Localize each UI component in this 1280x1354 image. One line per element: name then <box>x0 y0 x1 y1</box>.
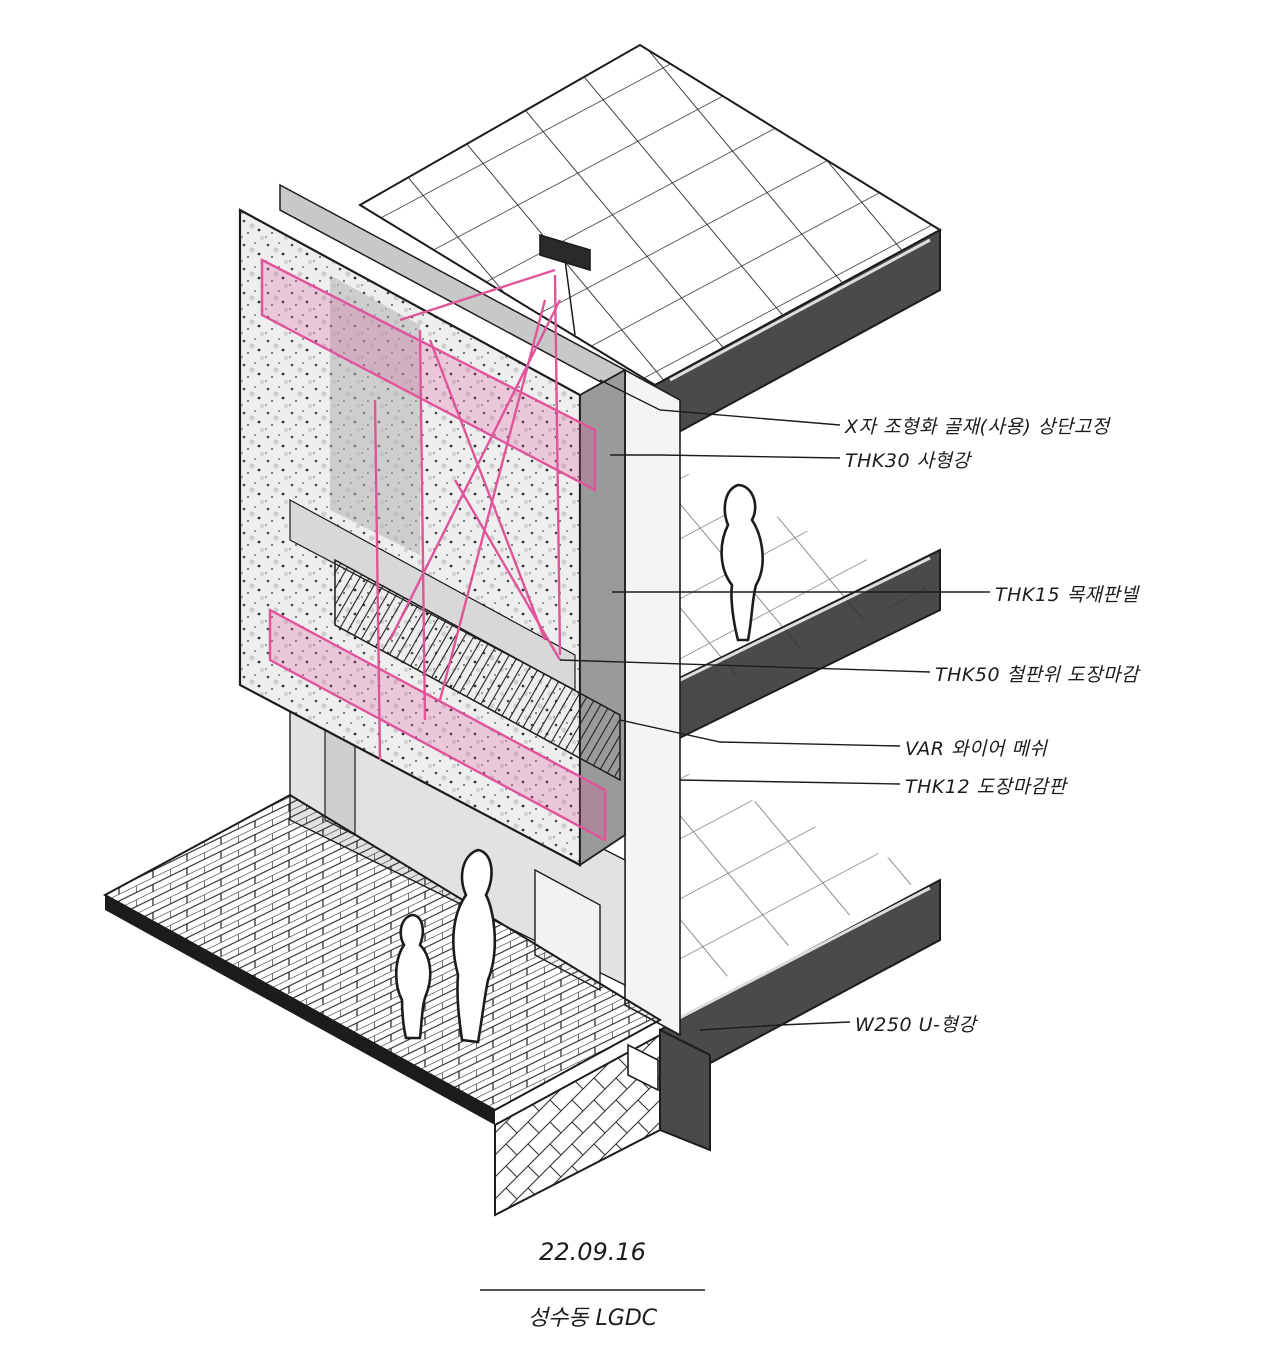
paving <box>102 793 711 1217</box>
annotation-thk15: THK15 목재판넬 <box>995 584 1139 606</box>
side-wall <box>624 368 681 1037</box>
annotation-cross-brace: X자 조형화 골재(사용) 상단고정 <box>845 416 1110 438</box>
annotation-thk12: THK12 도장마감판 <box>905 776 1067 798</box>
annotation-thk30: THK30 사형강 <box>845 450 971 472</box>
human-figures <box>394 483 764 1044</box>
annotation-w250: W250 U-형강 <box>855 1014 977 1036</box>
cross-bracing <box>260 258 607 843</box>
annotation-var: VAR 와이어 메쉬 <box>905 738 1048 760</box>
lower-slab <box>659 770 941 1092</box>
sketch-place: 성수동 LGDC <box>527 1306 658 1331</box>
leader-lines <box>559 379 990 1031</box>
annotation-thk50: THK50 철판위 도장마감 <box>935 664 1139 686</box>
sketch-date: 22.09.16 <box>539 1238 646 1266</box>
roof-slab <box>358 43 942 447</box>
